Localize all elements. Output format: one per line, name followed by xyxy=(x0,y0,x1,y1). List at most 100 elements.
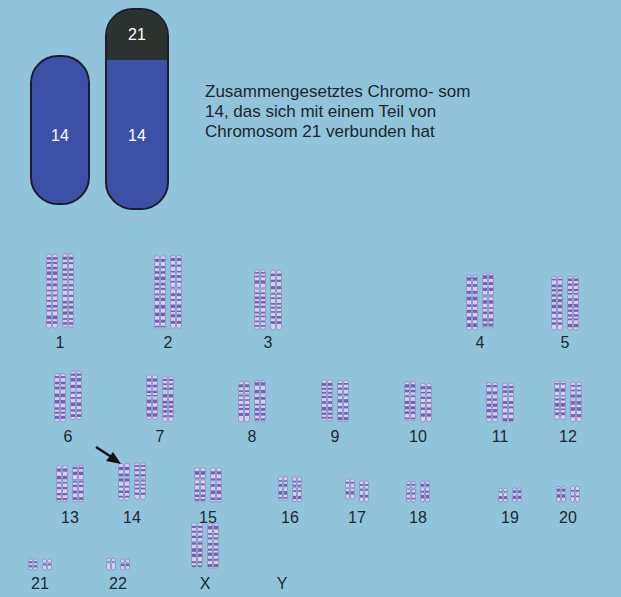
chromosome-band xyxy=(63,289,67,291)
chromosome-band xyxy=(552,312,556,314)
chromosome-band xyxy=(47,271,51,274)
chromatid xyxy=(293,477,297,502)
chromosome-band xyxy=(61,412,65,414)
chromosome-band xyxy=(365,495,368,498)
centromere xyxy=(556,492,567,494)
chromosome-band xyxy=(153,391,157,393)
chromosome-band xyxy=(552,299,556,302)
chromatid xyxy=(322,379,327,420)
chromosome-band xyxy=(261,280,265,283)
chromosome-band xyxy=(71,402,75,406)
chromosome-band xyxy=(141,474,145,476)
chromatid xyxy=(63,254,68,328)
chromosome-band xyxy=(208,564,212,567)
chromosome-band xyxy=(63,257,67,260)
pointer-arrowhead xyxy=(106,452,121,464)
centromere xyxy=(62,282,75,284)
centromere xyxy=(28,563,39,565)
chromatid xyxy=(71,371,76,420)
chromosome-band xyxy=(163,394,167,397)
chromosome-band xyxy=(271,297,275,299)
centromere xyxy=(292,487,303,489)
chromosome-band xyxy=(558,299,562,302)
chromatid xyxy=(73,465,78,502)
chromatid xyxy=(245,381,250,422)
chromosome-band xyxy=(177,265,181,267)
centromere xyxy=(194,479,207,481)
chromosome-band xyxy=(277,321,281,324)
chromosome-band xyxy=(483,282,487,285)
chromosome-band xyxy=(562,489,565,492)
chromatid xyxy=(195,467,200,502)
chromosome-band xyxy=(161,288,165,290)
chromosome-band xyxy=(211,478,215,480)
chromosome-band xyxy=(574,310,578,312)
chromosome-band xyxy=(161,326,165,328)
chromosome-band xyxy=(298,490,301,492)
chromosome-band xyxy=(405,384,409,387)
chromosome-band xyxy=(155,277,159,280)
chromatid xyxy=(214,523,219,568)
chromosome-band xyxy=(63,493,67,495)
chromosome-band xyxy=(155,326,159,328)
chromosome-band xyxy=(493,385,497,387)
chromosome-band xyxy=(412,492,415,494)
chromosome-band xyxy=(29,565,32,567)
chromosome-band xyxy=(79,472,83,475)
chromosome-band xyxy=(298,496,301,499)
chromosome-band xyxy=(255,413,259,416)
chromosome-band xyxy=(141,465,145,467)
chromosome-band xyxy=(568,278,572,281)
chromosome-band xyxy=(568,304,572,307)
chromosome-band xyxy=(171,305,175,308)
centromere xyxy=(466,294,479,296)
chromosome-band xyxy=(571,385,575,387)
chromosome-band xyxy=(245,384,249,387)
centromere xyxy=(570,492,581,494)
chromosome-band xyxy=(195,471,199,475)
chromatid xyxy=(513,488,517,502)
chromosome-band xyxy=(192,531,196,533)
chromosome-band xyxy=(245,399,249,401)
chromatid xyxy=(473,275,478,330)
chromosome-band xyxy=(57,493,61,495)
chromosome-band xyxy=(493,398,497,400)
chromosome-band xyxy=(346,482,349,484)
chromosome-band xyxy=(513,496,516,499)
chromosome-band xyxy=(493,404,497,407)
chromosome-band xyxy=(271,321,275,324)
chromosome-band xyxy=(63,487,67,489)
chromosome-band xyxy=(271,316,275,318)
chromosome-band xyxy=(147,407,151,411)
chromosome-band xyxy=(192,565,196,567)
chromosome-band xyxy=(411,384,415,387)
chromatid xyxy=(504,488,508,502)
chromosome-band xyxy=(214,553,218,556)
chromosome-band xyxy=(555,399,559,401)
chromosome-band xyxy=(328,417,332,419)
chromosome-band xyxy=(147,385,151,388)
chromosome-band xyxy=(135,484,139,486)
chromatid xyxy=(568,276,573,330)
chromosome-band xyxy=(328,383,332,386)
chromosome-band xyxy=(47,278,51,280)
chromosome-band xyxy=(421,402,425,404)
chromosome-label: 20 xyxy=(559,509,577,527)
chromosome-band xyxy=(217,471,221,474)
chromatid xyxy=(421,383,426,422)
chromosome-label: 21 xyxy=(31,575,49,593)
chromosome-band xyxy=(55,376,59,378)
chromosome-band xyxy=(467,310,471,313)
chromosome-band xyxy=(561,408,565,410)
chromosome-band xyxy=(499,496,502,499)
chromosome-band xyxy=(69,268,73,270)
chromosome-band xyxy=(69,279,73,281)
chromosome-band xyxy=(171,311,175,313)
chromosome-band xyxy=(57,476,61,479)
chromosome-band xyxy=(125,486,129,488)
chromatid xyxy=(161,256,166,330)
chromosome-band xyxy=(217,498,221,500)
chromosome-band xyxy=(405,390,409,393)
centromere xyxy=(486,395,499,397)
chromatid xyxy=(426,481,430,502)
